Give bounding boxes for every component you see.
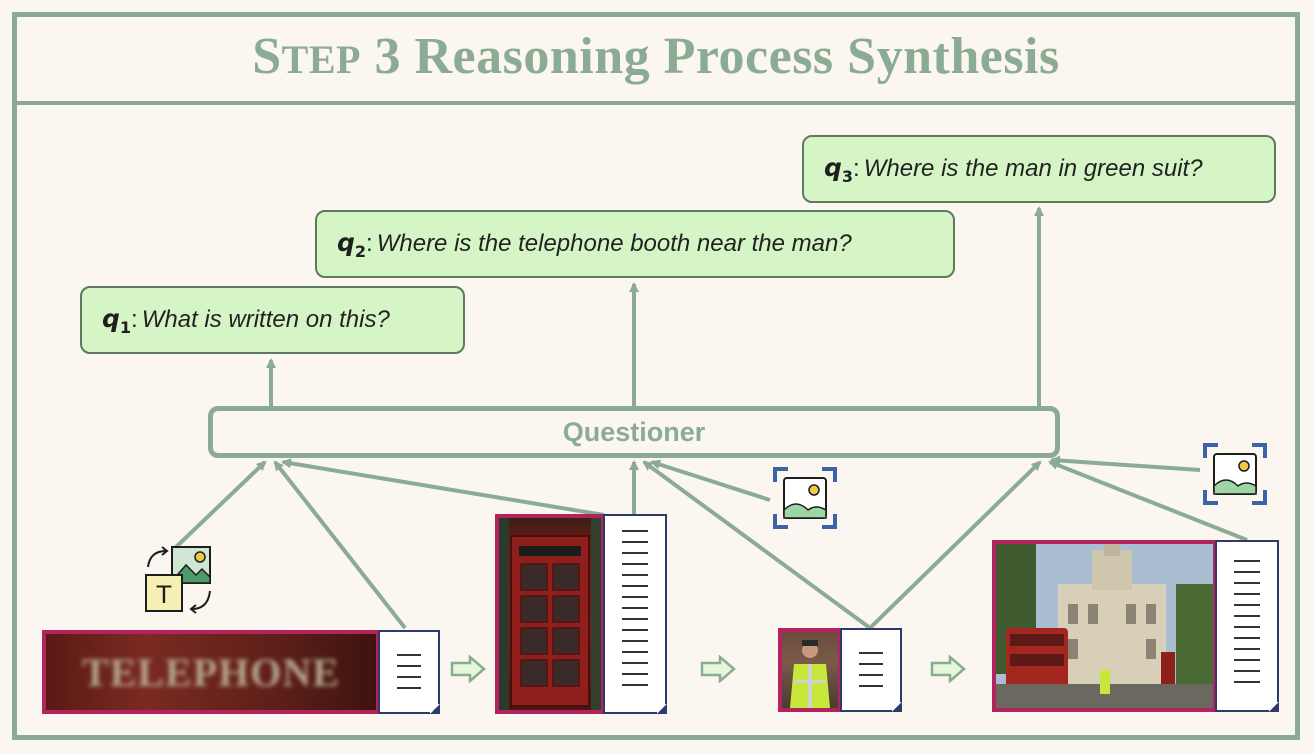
title-rest: 3 Reasoning Process Synthesis [360,28,1060,85]
arrow-convert-to-questioner [173,460,267,550]
question-text: Where is the man in green suit? [863,155,1203,182]
image-text-convert-icon: T [145,546,211,614]
question-var: q1 [102,304,131,337]
question-box-3: q3: Where is the man in green suit? [802,135,1276,203]
street-scene-drawing [996,544,1213,708]
arrow-doc3-to-questioner-mid [642,460,872,630]
title-small-caps: TEP [281,37,361,82]
next-arrow-icon [450,655,486,683]
image-focus-icon [773,467,837,529]
title-initial: S [252,28,282,85]
question-colon: : [853,155,860,182]
arrow-icon2-to-questioner [1050,455,1201,472]
arrow-doc1-to-questioner [273,460,407,630]
title-band: STEP 3 Reasoning Process Synthesis [12,12,1300,105]
question-var-sub: 1 [119,317,132,337]
question-var-letter: q [824,152,842,182]
arrow-doc3-to-questioner-right [868,460,1042,630]
diagram-title: STEP 3 Reasoning Process Synthesis [252,27,1060,86]
question-var-letter: q [337,227,355,257]
question-var-sub: 3 [841,166,854,186]
crop-image-sign: TELEPHONE [42,630,380,714]
question-var-sub: 2 [354,241,367,261]
next-arrow-icon [700,655,736,683]
question-colon: : [131,306,138,333]
crop-image-man [778,628,842,712]
image-focus-icon [1203,443,1267,505]
question-text: What is written on this? [141,306,390,333]
document-icon [603,514,667,714]
questioner-box: Questioner [208,406,1060,458]
document-icon [1215,540,1279,712]
crop-image-street-scene [992,540,1217,712]
question-box-1: q1: What is written on this? [80,286,465,354]
question-colon: : [366,230,373,257]
next-arrow-icon [930,655,966,683]
arrow-icon-to-questioner [650,459,771,502]
question-text: Where is the telephone booth near the ma… [376,230,852,257]
question-var-letter: q [102,303,120,333]
question-var: q3 [824,153,853,186]
question-box-2: q2: Where is the telephone booth near th… [315,210,955,278]
arrow-crop2-to-questioner [281,458,605,517]
phone-booth-drawing [499,518,601,710]
arrow-doc4-to-questioner [1048,460,1248,542]
document-icon [378,630,440,714]
crop-sign-text: TELEPHONE [82,649,340,695]
svg-text:T: T [156,581,172,609]
document-icon [840,628,902,712]
question-var: q2 [337,228,366,261]
crop-image-phone-booth [495,514,605,714]
man-drawing [790,640,830,708]
